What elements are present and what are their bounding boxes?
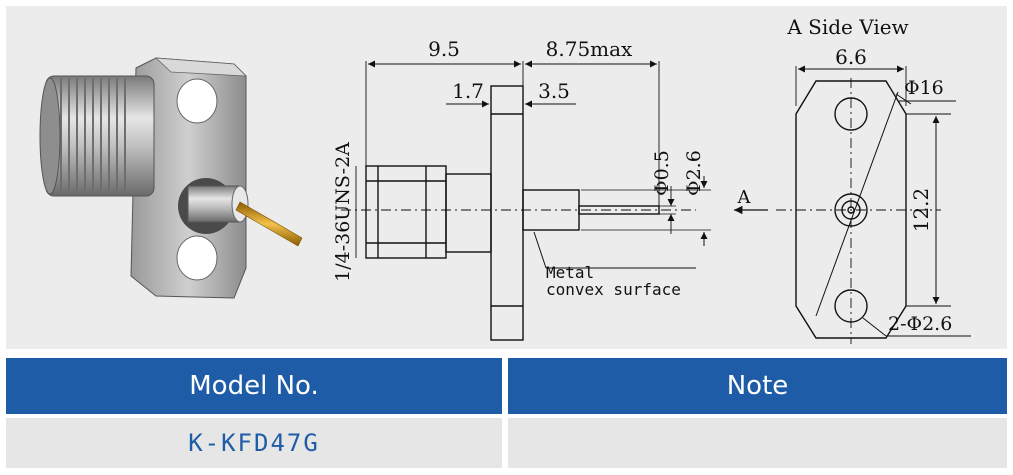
dim-corner: Φ16 bbox=[904, 77, 944, 99]
technical-drawing: A Side View 9.5 8.75max 1.7 3.5 Φ0.5 Φ2.… bbox=[39, 15, 971, 344]
header-model-no: Model No. bbox=[6, 358, 502, 414]
model-number-cell: K-KFD47G bbox=[188, 429, 320, 457]
dim-body-length: 9.5 bbox=[428, 37, 460, 61]
dim-thread: 1/4-36UNS-2A bbox=[332, 142, 354, 282]
side-view-title: A Side View bbox=[786, 15, 908, 39]
table-row bbox=[508, 418, 1007, 468]
note-cell bbox=[508, 418, 1007, 468]
dim-flange-thickness: 3.5 bbox=[538, 79, 570, 103]
spec-table: Model No. Note K-KFD47G bbox=[6, 358, 1007, 468]
dim-pin-length: 8.75max bbox=[546, 37, 633, 61]
header-note: Note bbox=[508, 358, 1007, 414]
dim-dielectric-diameter: Φ2.6 bbox=[683, 150, 705, 196]
dim-pin-diameter: Φ0.5 bbox=[651, 150, 673, 196]
threaded-body bbox=[39, 75, 155, 197]
table-row: K-KFD47G bbox=[6, 418, 502, 468]
a-side-view-drawing bbox=[776, 65, 971, 344]
view-arrow-label: A bbox=[737, 187, 752, 208]
dim-height: 12.2 bbox=[909, 188, 933, 233]
side-profile-drawing bbox=[341, 60, 768, 341]
note-convex-surface: convex surface bbox=[546, 280, 681, 299]
drawing-panel: A Side View 9.5 8.75max 1.7 3.5 Φ0.5 Φ2.… bbox=[6, 6, 1007, 349]
dim-holes: 2-Φ2.6 bbox=[888, 313, 952, 335]
connector-photo bbox=[39, 57, 303, 299]
note-metal: Metal bbox=[546, 263, 594, 282]
dim-flange-offset: 1.7 bbox=[452, 79, 484, 103]
dim-width: 6.6 bbox=[835, 45, 867, 69]
